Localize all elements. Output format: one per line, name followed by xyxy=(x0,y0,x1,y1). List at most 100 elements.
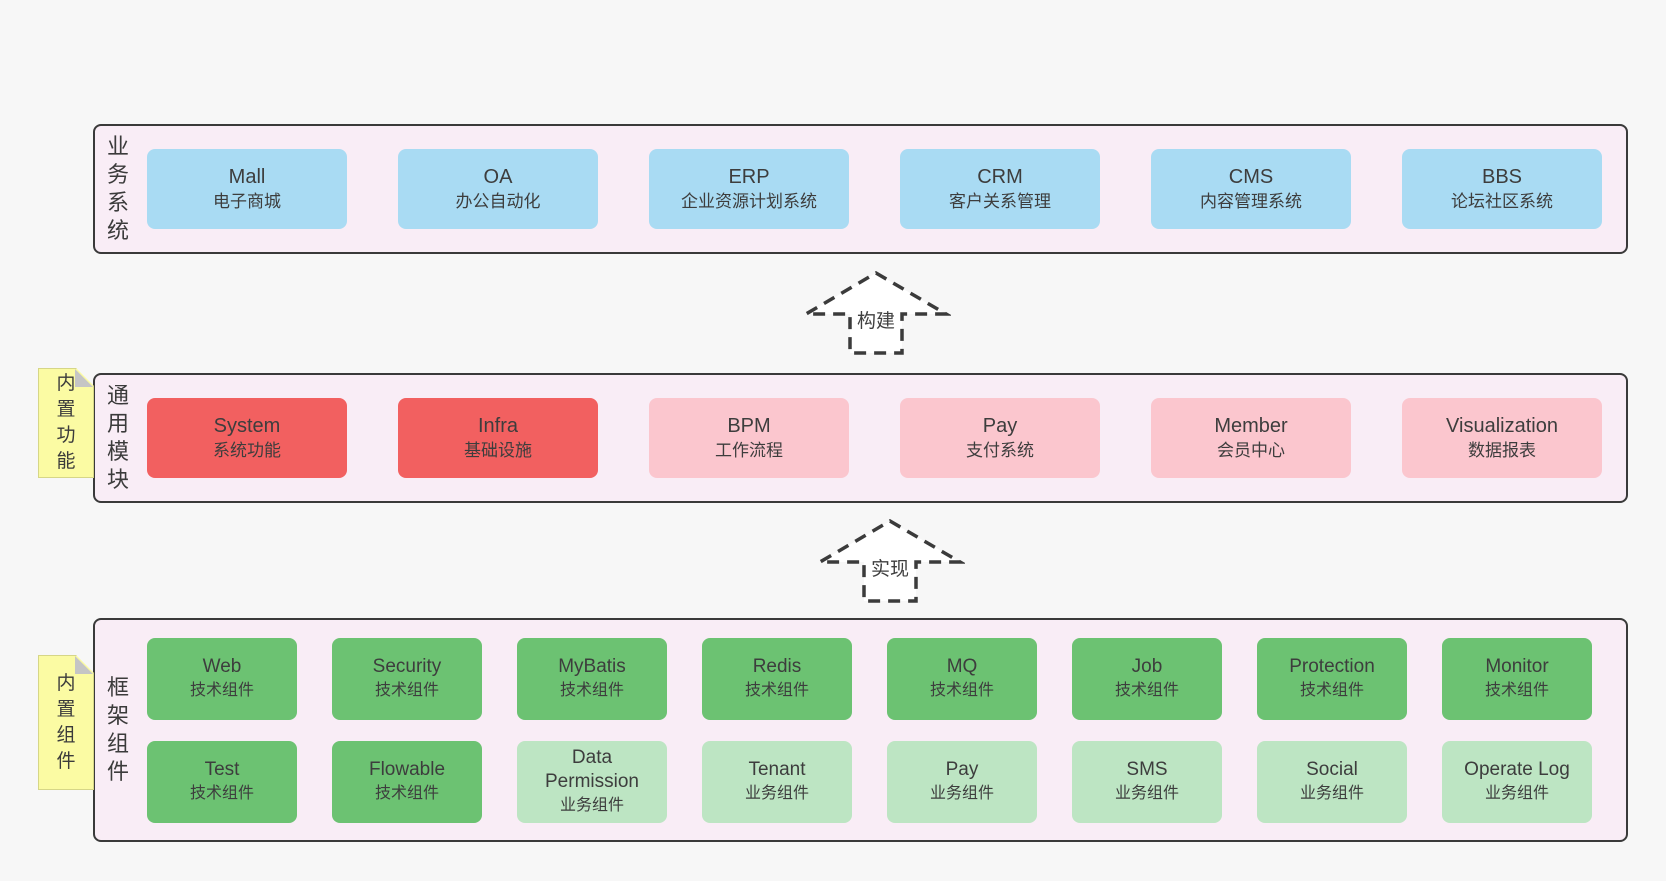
box-erp: ERP 企业资源计划系统 xyxy=(649,149,849,229)
box-pay-component: Pay 业务组件 xyxy=(887,740,1037,823)
box-subtitle: 会员中心 xyxy=(1217,440,1285,460)
box-subtitle: 业务组件 xyxy=(1114,785,1179,802)
box-monitor: Monitor 技术组件 xyxy=(1442,637,1592,720)
box-title: System xyxy=(213,414,281,437)
box-infra: Infra 基础设施 xyxy=(398,398,598,478)
sticky-tag-built-in-features: 内置功能 xyxy=(38,368,94,478)
box-member: Member 会员中心 xyxy=(1151,398,1351,478)
box-subtitle: 论坛社区系统 xyxy=(1451,191,1553,211)
box-sms: SMS 业务组件 xyxy=(1072,740,1222,823)
box-subtitle: 业务组件 xyxy=(929,785,994,802)
box-visualization: Visualization 数据报表 xyxy=(1402,398,1602,478)
box-title: Web xyxy=(202,656,242,677)
box-subtitle: 技术组件 xyxy=(559,682,624,699)
box-system: System 系统功能 xyxy=(147,398,347,478)
box-mybatis: MyBatis 技术组件 xyxy=(517,637,667,720)
box-title: Protection xyxy=(1289,656,1375,677)
box-subtitle: 客户关系管理 xyxy=(949,191,1051,211)
box-title: Redis xyxy=(752,656,802,677)
box-oa: OA 办公自动化 xyxy=(398,149,598,229)
box-title: Test xyxy=(204,759,240,780)
box-subtitle: 业务组件 xyxy=(1484,785,1549,802)
tag-label: 内置功能 xyxy=(56,373,76,472)
box-subtitle: 数据报表 xyxy=(1468,440,1536,460)
box-pay-module: Pay 支付系统 xyxy=(900,398,1100,478)
framework-components-rows: Web 技术组件 Security 技术组件 MyBatis 技术组件 Redi… xyxy=(147,637,1592,823)
fold-corner-icon xyxy=(75,656,93,674)
box-subtitle: 技术组件 xyxy=(374,682,439,699)
box-subtitle: 技术组件 xyxy=(374,785,439,802)
box-job: Job 技术组件 xyxy=(1072,637,1222,720)
implement-arrow-label: 实现 xyxy=(868,559,912,580)
box-subtitle: 业务组件 xyxy=(744,785,809,802)
box-subtitle: 业务组件 xyxy=(559,797,624,814)
box-title: Mall xyxy=(228,165,266,188)
box-subtitle: 系统功能 xyxy=(213,440,281,460)
box-title: Tenant xyxy=(748,759,806,780)
box-subtitle: 企业资源计划系统 xyxy=(681,191,817,211)
box-title: BPM xyxy=(727,414,771,437)
box-title: Pay xyxy=(945,759,979,780)
box-title: Job xyxy=(1131,656,1163,677)
layer-label-common-modules: 通用模块 xyxy=(106,383,129,492)
box-title: ERP xyxy=(728,165,770,188)
build-arrow-label: 构建 xyxy=(854,311,898,332)
framework-row-1: Web 技术组件 Security 技术组件 MyBatis 技术组件 Redi… xyxy=(147,637,1592,720)
box-mq: MQ 技术组件 xyxy=(887,637,1037,720)
box-social: Social 业务组件 xyxy=(1257,740,1407,823)
box-subtitle: 基础设施 xyxy=(464,440,532,460)
box-operate-log: Operate Log 业务组件 xyxy=(1442,740,1592,823)
business-systems-boxes: Mall 电子商城 OA 办公自动化 ERP 企业资源计划系统 CRM 客户关系… xyxy=(147,149,1602,229)
box-subtitle: 技术组件 xyxy=(1114,682,1179,699)
box-subtitle: 工作流程 xyxy=(715,440,783,460)
box-protection: Protection 技术组件 xyxy=(1257,637,1407,720)
box-crm: CRM 客户关系管理 xyxy=(900,149,1100,229)
box-subtitle: 技术组件 xyxy=(1484,682,1549,699)
common-modules-boxes: System 系统功能 Infra 基础设施 BPM 工作流程 Pay 支付系统… xyxy=(147,398,1602,478)
box-title: Visualization xyxy=(1446,414,1558,437)
box-web: Web 技术组件 xyxy=(147,637,297,720)
common-modules-layer: 通用模块 System 系统功能 Infra 基础设施 BPM 工作流程 Pay… xyxy=(93,373,1628,503)
box-redis: Redis 技术组件 xyxy=(702,637,852,720)
box-subtitle: 电子商城 xyxy=(213,191,281,211)
box-title: Pay xyxy=(982,414,1018,437)
box-title: Security xyxy=(372,656,442,677)
box-subtitle: 技术组件 xyxy=(1299,682,1364,699)
box-cms: CMS 内容管理系统 xyxy=(1151,149,1351,229)
box-title: Social xyxy=(1306,759,1358,780)
box-title: Infra xyxy=(477,414,519,437)
layer-label-business-systems: 业务系统 xyxy=(106,134,129,243)
box-mall: Mall 电子商城 xyxy=(147,149,347,229)
box-title: Data Permission xyxy=(545,747,639,792)
box-title: CRM xyxy=(977,165,1023,188)
box-subtitle: 支付系统 xyxy=(966,440,1034,460)
build-arrow: 构建 xyxy=(801,270,951,356)
box-bpm: BPM 工作流程 xyxy=(649,398,849,478)
box-tenant: Tenant 业务组件 xyxy=(702,740,852,823)
tag-label: 内置组件 xyxy=(56,672,76,772)
box-title: SMS xyxy=(1126,759,1168,780)
layer-label-framework-components: 框架组件 xyxy=(106,675,129,784)
box-title: Operate Log xyxy=(1464,759,1570,780)
sticky-tag-built-in-components: 内置组件 xyxy=(38,655,94,790)
box-subtitle: 技术组件 xyxy=(189,682,254,699)
box-title: CMS xyxy=(1228,165,1274,188)
box-subtitle: 技术组件 xyxy=(929,682,994,699)
box-bbs: BBS 论坛社区系统 xyxy=(1402,149,1602,229)
box-subtitle: 业务组件 xyxy=(1299,785,1364,802)
box-title: OA xyxy=(483,165,513,188)
box-subtitle: 办公自动化 xyxy=(455,191,541,211)
box-title: MQ xyxy=(946,656,978,677)
framework-row-2: Test 技术组件 Flowable 技术组件 Data Permission … xyxy=(147,740,1592,823)
box-security: Security 技术组件 xyxy=(332,637,482,720)
box-title: Member xyxy=(1214,414,1288,437)
box-data-permission: Data Permission 业务组件 xyxy=(517,740,667,823)
box-title: Monitor xyxy=(1485,656,1549,677)
box-subtitle: 技术组件 xyxy=(189,785,254,802)
box-flowable: Flowable 技术组件 xyxy=(332,740,482,823)
box-title: MyBatis xyxy=(558,656,626,677)
box-subtitle: 技术组件 xyxy=(744,682,809,699)
box-title: BBS xyxy=(1481,165,1523,188)
fold-corner-icon xyxy=(75,369,93,387)
